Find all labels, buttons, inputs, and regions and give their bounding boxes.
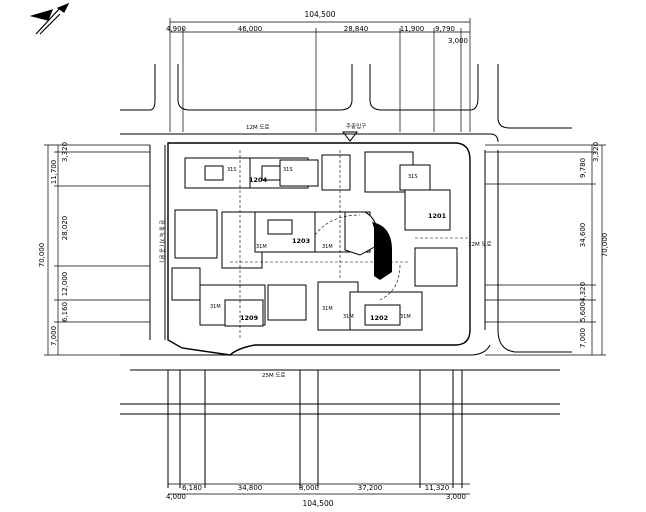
left-dim-5: 6,160 xyxy=(61,302,69,322)
left-dim-1: 3,320 xyxy=(61,142,69,162)
entrance-arrow-icon xyxy=(341,131,359,142)
top-dim-5: 9,790 xyxy=(435,25,455,33)
left-dim-6: 7,000 xyxy=(50,326,58,346)
top-dim-1: 4,900 xyxy=(166,25,186,33)
bottom-total-dim: 104,500 xyxy=(302,499,333,508)
type-label-4: 31M xyxy=(256,244,267,250)
type-label-5: 31M xyxy=(322,244,333,250)
top-dim-2: 46,000 xyxy=(238,25,263,33)
right-road-label: 12M 도로 xyxy=(468,241,492,248)
top-dimension-lines xyxy=(169,18,471,132)
right-dim-3: 34,600 xyxy=(579,223,587,248)
building-label-1203: 1203 xyxy=(292,237,310,245)
right-dim-1: 3,320 xyxy=(592,142,600,162)
building-label-1201: 1201 xyxy=(428,212,447,220)
left-dim-3: 28,020 xyxy=(61,216,69,241)
type-label-2: 31S xyxy=(283,167,293,173)
right-total-dim: 70,000 xyxy=(601,233,609,258)
right-dim-5: 5,600 xyxy=(579,302,587,322)
type-label-8: 31M xyxy=(343,314,354,320)
type-label-7: 31M xyxy=(322,306,333,312)
left-total-dim: 70,000 xyxy=(38,243,46,268)
bottom-dim-4: 8,000 xyxy=(299,484,319,492)
top-dim-4: 11,900 xyxy=(400,25,425,33)
buildings xyxy=(171,151,458,331)
bottom-dim-5: 37,200 xyxy=(358,484,383,492)
top-road-label: 12M 도로 xyxy=(246,124,270,131)
type-label-6: 31M xyxy=(210,304,221,310)
left-buffer-strip xyxy=(149,145,166,340)
left-dim-2: 11,700 xyxy=(50,160,58,185)
building-label-1202: 1202 xyxy=(370,314,388,322)
bottom-dim-3: 34,800 xyxy=(238,484,263,492)
internal-lines xyxy=(230,150,470,340)
bottom-dim-6: 11,320 xyxy=(425,484,450,492)
right-dim-2: 9,780 xyxy=(579,158,587,178)
right-road xyxy=(484,150,572,353)
bottom-road-label: 25M 도로 xyxy=(262,372,286,379)
top-dim-3: 28,840 xyxy=(344,25,369,33)
right-dim-4: 4,320 xyxy=(579,282,587,302)
bottom-dim-2: 6,180 xyxy=(182,484,202,492)
bottom-road xyxy=(120,344,560,488)
bottom-dim-7: 3,000 xyxy=(446,493,466,501)
right-dim-6: 7,000 xyxy=(579,328,587,348)
type-label-3: 31S xyxy=(408,174,418,180)
ramp-shape xyxy=(372,222,392,280)
building-label-1209: 1209 xyxy=(240,314,259,322)
bottom-dim-1: 4,000 xyxy=(166,493,186,501)
building-label-1204: 1204 xyxy=(249,176,268,184)
bottom-dimension-lines xyxy=(168,483,470,495)
north-arrow-icon xyxy=(29,2,70,35)
left-buffer-label: 완 충 녹 지 ( 공 원 ) xyxy=(158,220,165,263)
type-label-1: 31S xyxy=(227,167,237,173)
top-total-dim: 104,500 xyxy=(304,10,335,19)
top-road xyxy=(120,64,572,143)
type-label-9: 31M xyxy=(400,314,411,320)
top-dim-6: 3,000 xyxy=(448,37,468,45)
right-dimension-lines xyxy=(485,144,606,356)
site-boundary xyxy=(167,142,471,356)
left-dimension-lines xyxy=(44,144,150,356)
left-dim-4: 12,000 xyxy=(61,272,69,297)
main-entrance-label: 주출입구 xyxy=(346,122,366,130)
